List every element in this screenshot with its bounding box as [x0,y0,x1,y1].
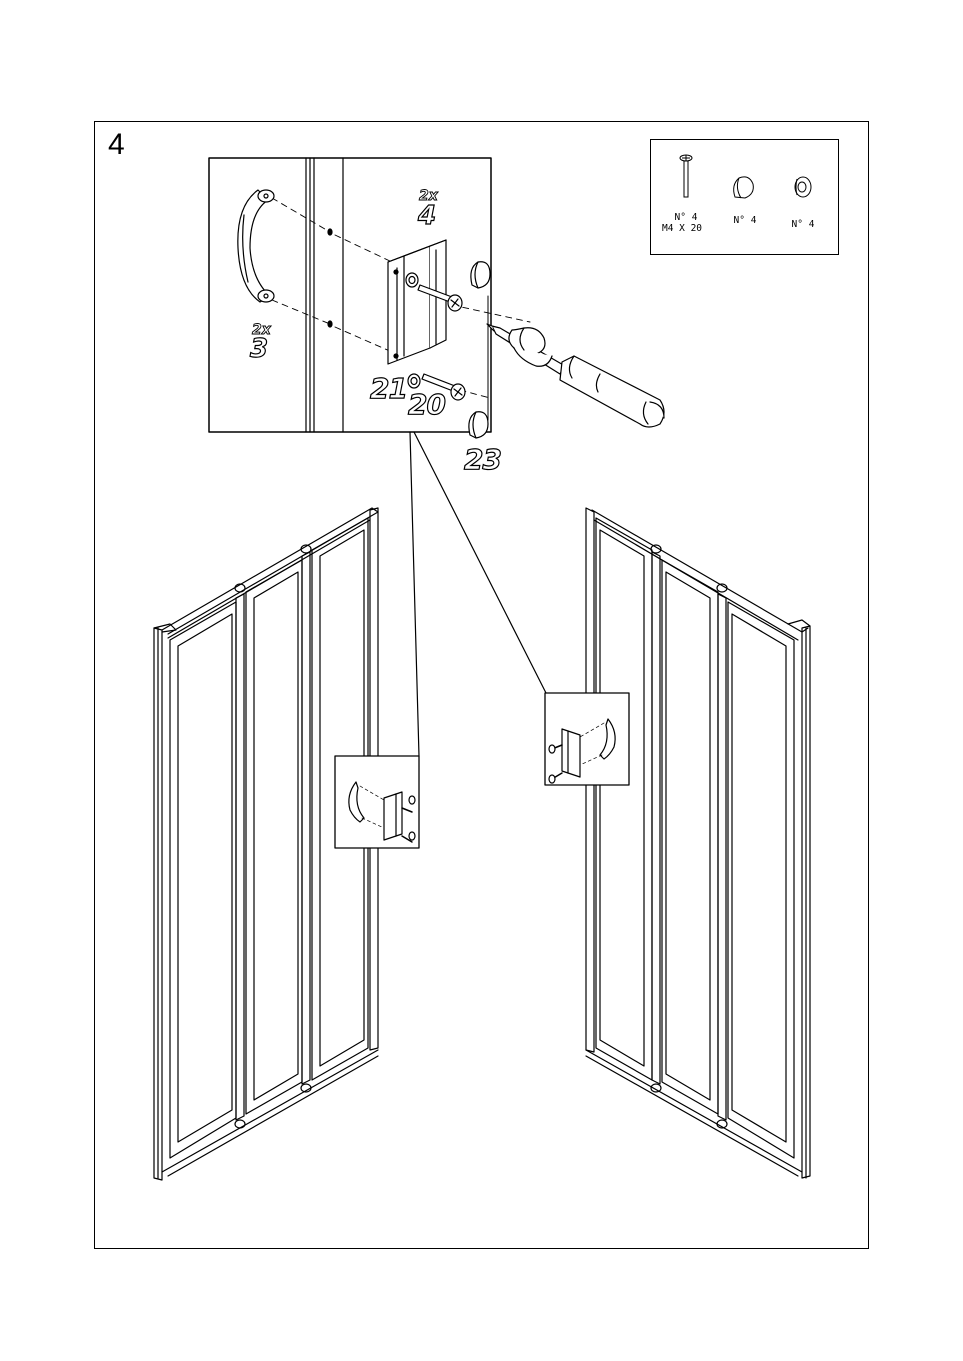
bracket-part-label: 4 [418,201,435,231]
screwdriver-icon [487,324,664,427]
right-shower-panel [586,508,810,1178]
right-handle-detail [545,693,629,785]
washer-part-label: 21 [370,372,407,405]
left-handle-detail [335,756,419,848]
screw-part-label: 20 [408,388,445,421]
handle-part-label: 3 [250,334,267,364]
cap-part-label: 23 [464,443,501,476]
leader-line-left [410,432,419,756]
